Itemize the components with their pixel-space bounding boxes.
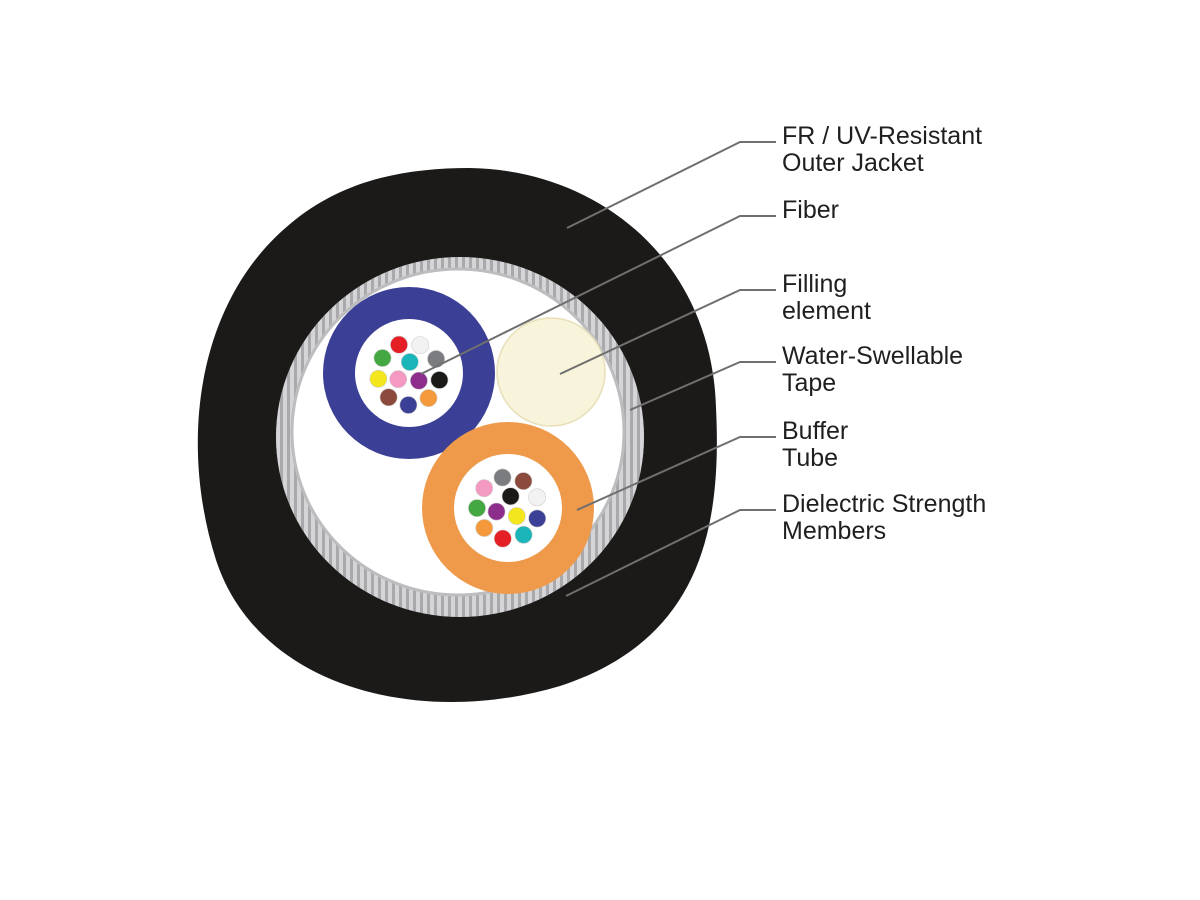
blue-fiber-11 (409, 371, 428, 390)
callout-leader-lines (420, 141, 776, 597)
blue-tube-fibers (369, 335, 449, 414)
leader-dielectric-strength-members (565, 509, 776, 597)
callout-fiber-line-1: Fiber (782, 196, 839, 224)
leader-buffer-tube (576, 436, 776, 511)
callout-buffer-tube-line-1: Buffer (782, 417, 849, 445)
callout-dielectric-strength-members: Dielectric Strength Members (782, 491, 986, 545)
blue-fiber-12 (389, 370, 408, 389)
blue-fiber-9 (373, 349, 392, 367)
callout-dielectric-strength-members-line-2: Members (782, 517, 887, 545)
callout-water-swellable-tape-line-2: Tape (782, 369, 837, 397)
blue-fiber-10 (400, 353, 419, 371)
callout-water-swellable-tape-line-1: Water-Swellable (782, 342, 964, 370)
callout-water-swellable-tape: Water-Swellable Tape (782, 343, 963, 397)
filling-element (496, 317, 606, 427)
blue-fiber-4 (430, 371, 449, 389)
callout-filling-element-line-2: element (782, 297, 871, 325)
orange-fiber-6 (493, 529, 512, 548)
leader-filling-element (559, 289, 776, 375)
orange-fiber-10 (501, 487, 520, 506)
orange-fiber-4 (528, 509, 547, 528)
callout-filling-element: Filling element (782, 271, 871, 325)
blue-fiber-6 (399, 396, 418, 414)
leader-outer-jacket (566, 141, 776, 229)
blue-fiber-8 (369, 369, 388, 388)
callout-fiber: Fiber (782, 197, 839, 224)
orange-fiber-5 (514, 525, 533, 544)
blue-fiber-5 (419, 389, 438, 408)
orange-fiber-8 (468, 499, 486, 518)
orange-fiber-12 (487, 502, 506, 521)
callout-filling-element-line-1: Filling (782, 270, 848, 298)
callout-buffer-tube: Buffer Tube (782, 418, 848, 472)
leader-fiber (420, 215, 776, 375)
orange-fiber-1 (493, 468, 512, 487)
callout-outer-jacket: FR / UV-Resistant Outer Jacket (782, 123, 982, 177)
blue-fiber-1 (390, 335, 408, 354)
orange-buffer-tube (422, 422, 594, 594)
orange-fiber-11 (507, 507, 526, 525)
callout-dielectric-strength-members-line-1: Dielectric Strength (782, 490, 987, 518)
orange-fiber-2 (514, 472, 533, 491)
orange-fiber-9 (475, 479, 494, 498)
blue-buffer-tube (323, 287, 495, 459)
leader-water-swellable-tape (629, 361, 776, 411)
orange-fiber-3 (528, 488, 547, 507)
filling-element-shape (496, 317, 606, 427)
callout-outer-jacket-line-2: Outer Jacket (782, 149, 924, 177)
blue-fiber-2 (411, 336, 430, 355)
callout-outer-jacket-line-1: FR / UV-Resistant (782, 122, 983, 150)
blue-fiber-7 (379, 388, 398, 407)
orange-tube-fibers (468, 468, 547, 548)
callout-buffer-tube-line-2: Tube (782, 444, 839, 472)
orange-fiber-7 (475, 519, 494, 537)
blue-fiber-3 (427, 350, 446, 368)
